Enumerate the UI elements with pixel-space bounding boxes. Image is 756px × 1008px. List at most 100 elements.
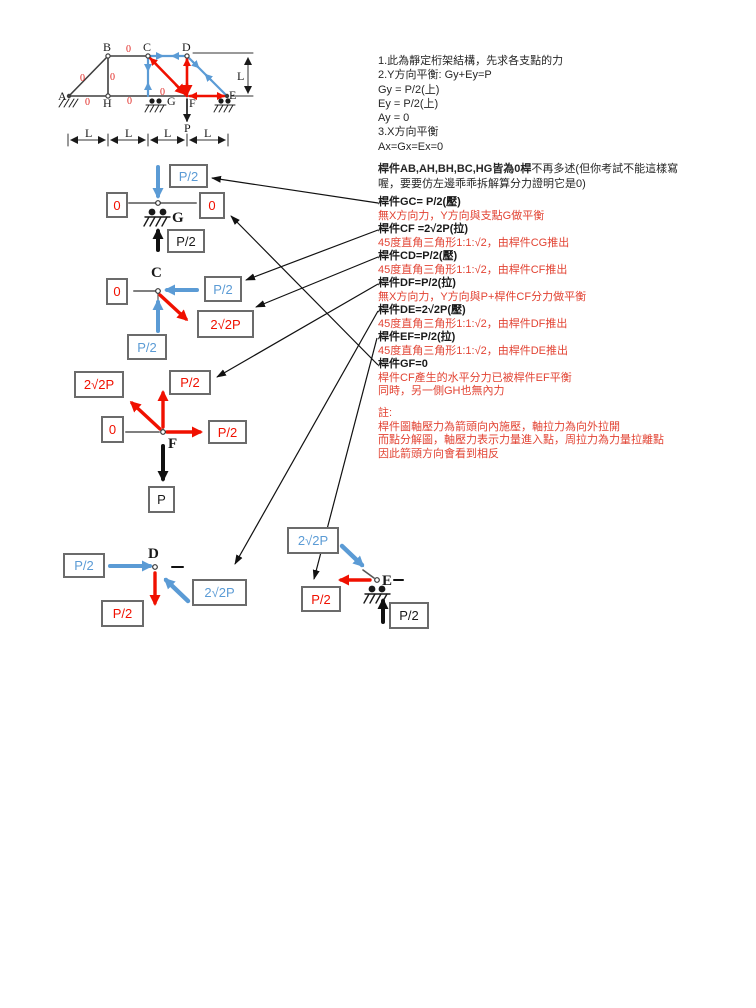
c-diag-label-box: 2√2P (197, 310, 254, 338)
c-left-label: 0 (113, 284, 121, 299)
note-line: Ay = 0 (378, 112, 410, 125)
d-down-label: P/2 (112, 606, 133, 621)
f-right-label-box: P/2 (208, 420, 247, 444)
e-member-stub (362, 569, 375, 579)
note-line: Gy = P/2(上) (378, 83, 440, 96)
zero-label-ah: 0 (85, 97, 90, 108)
roller-support-g-icon (144, 98, 167, 113)
zero-label-hg: 0 (127, 96, 132, 107)
f-left-label-box: 0 (101, 416, 124, 443)
note-line: Ax=Gx=Ex=0 (378, 140, 444, 153)
c-node (155, 288, 161, 294)
zero-members-note: 桿件AB,AH,BH,BC,HG皆為0桿不再多述(但你考試不能這樣寫 喔，要要仿… (378, 162, 678, 192)
g-top-label: P/2 (178, 168, 199, 184)
c-diag-label: 2√2P (210, 316, 241, 332)
footnote-line: 而點分解圖，軸壓力表示力量進入點，周拉力為力量拉離點 (378, 434, 664, 446)
truss-node-label-e: E (229, 88, 236, 102)
e-left-label: P/2 (311, 591, 331, 607)
f-left-label: 0 (108, 422, 117, 437)
member-item-title: 桿件GF=0 (378, 358, 428, 370)
fbd-joint-f: F (125, 390, 203, 482)
member-item-title: 桿件DF=P/2(拉) (378, 277, 456, 289)
connector-cd (255, 256, 379, 308)
footnote-line: 因此箭頭方向會看到相反 (378, 447, 499, 460)
connector-df (216, 283, 379, 378)
footnote-line: 註: (378, 407, 393, 419)
g-top-label-box: P/2 (169, 164, 208, 188)
e-node (374, 577, 380, 583)
note-line: 桿件AB,AH,BH,BC,HG皆為0桿不再多述(但你考試不能這樣寫 (378, 162, 678, 177)
truss-load-label: P (184, 121, 191, 135)
d-left-label: P/2 (74, 558, 94, 573)
note-line: 1.此為靜定桁架結構，先求各支點的力 (378, 55, 564, 67)
zero-members-bold: 桿件AB,AH,BH,BC,HG皆為0桿 (378, 163, 532, 175)
e-letter: E (382, 573, 392, 589)
member-item-title: 桿件DE=2√2P(壓) (378, 304, 466, 316)
g-letter: G (172, 210, 184, 226)
footnote: 註: 桿件圖軸壓力為箭頭向內施壓，軸拉力為向外拉開 而點分解圖，軸壓力表示力量進… (378, 407, 664, 461)
e-force-downright-arrow (339, 543, 365, 568)
f-load-label: P (157, 492, 166, 507)
e-diag-label: 2√2P (297, 533, 329, 548)
note-line: 2.Y方向平衡: Gy+Ey=P (378, 69, 492, 82)
f-top-label: P/2 (180, 375, 200, 390)
note-line: 3.X方向平衡 (378, 126, 439, 139)
c-bottom-label-box: P/2 (127, 334, 167, 360)
fbd-joint-g: G (128, 165, 197, 252)
note-line: 喔，要要仿左邊乖乖拆解算分力證明它是0) (378, 178, 586, 190)
c-bottom-label: P/2 (137, 339, 157, 355)
dim-label-l1: L (85, 126, 92, 140)
d-diag-label: 2√2P (204, 585, 235, 600)
truss-node-label-b: B (103, 40, 111, 54)
e-support-label-box: P/2 (389, 602, 429, 629)
c-right-label: P/2 (213, 281, 233, 297)
fbd-joint-e: E (338, 543, 404, 624)
g-left-label-box: 0 (106, 192, 128, 218)
c-left-label-box: 0 (106, 278, 128, 305)
footnote-line: 桿件圖軸壓力為箭頭向內施壓，軸拉力為向外拉開 (378, 420, 620, 433)
e-diag-label-box: 2√2P (287, 527, 339, 554)
g-node (155, 200, 161, 206)
d-node (152, 564, 158, 570)
truss-node-label-c: C (143, 40, 151, 54)
f-top-label-box: P/2 (169, 370, 211, 395)
truss-node-label-d: D (182, 40, 191, 54)
truss-diagram: A B C D E F G H P 0 0 0 0 0 0 L L L L L (58, 40, 254, 147)
truss-node-label-g: G (167, 94, 176, 108)
member-item-title: 桿件GC= P/2(壓) (378, 196, 461, 208)
fbd-joint-d: D (108, 546, 191, 606)
truss-tension-arrowheads (149, 57, 225, 100)
pin-support-a-icon (58, 98, 79, 108)
connector-arrows (211, 175, 379, 580)
dimension-lines (67, 52, 254, 147)
f-load-label-box: P (148, 486, 175, 513)
member-item-note: 同時，另一側GH也無內力 (378, 385, 505, 397)
roller-support-e-icon (213, 98, 236, 113)
g-right-label-box: 0 (199, 192, 225, 219)
member-item-note: 45度直角三角形1:1:√2，由桿件DE推出 (378, 344, 569, 357)
e-left-label-box: P/2 (301, 586, 341, 612)
member-item-note: 45度直角三角形1:1:√2，由桿件CG推出 (378, 236, 570, 249)
member-item-note: 45度直角三角形1:1:√2，由桿件CF推出 (378, 263, 568, 276)
d-letter: D (148, 546, 159, 562)
zero-label-gf: 0 (160, 87, 165, 98)
f-right-label: P/2 (217, 424, 238, 440)
member-item-note: 45度直角三角形1:1:√2，由桿件DF推出 (378, 317, 568, 330)
connector-cf (245, 229, 379, 281)
c-right-label-box: P/2 (204, 276, 242, 302)
truss-node-label-h: H (103, 96, 112, 110)
zero-label-ab: 0 (80, 73, 85, 84)
zero-label-bh: 0 (110, 72, 115, 83)
dim-label-l3: L (164, 126, 171, 140)
member-item-title: 桿件CF =2√2P(拉) (378, 223, 469, 235)
c-letter: C (151, 265, 162, 281)
truss-node-label-f: F (189, 96, 196, 110)
g-right-label: 0 (208, 198, 216, 213)
g-bottom-label-box: P/2 (167, 229, 205, 253)
dim-label-l2: L (125, 126, 132, 140)
e-support-label: P/2 (399, 608, 419, 623)
dim-label-l4: L (204, 126, 211, 140)
f-force-upleft-arrow (129, 400, 162, 431)
support-reactions-notes: 1.此為靜定桁架結構，先求各支點的力 2.Y方向平衡: Gy+Ey=P Gy =… (378, 54, 563, 154)
